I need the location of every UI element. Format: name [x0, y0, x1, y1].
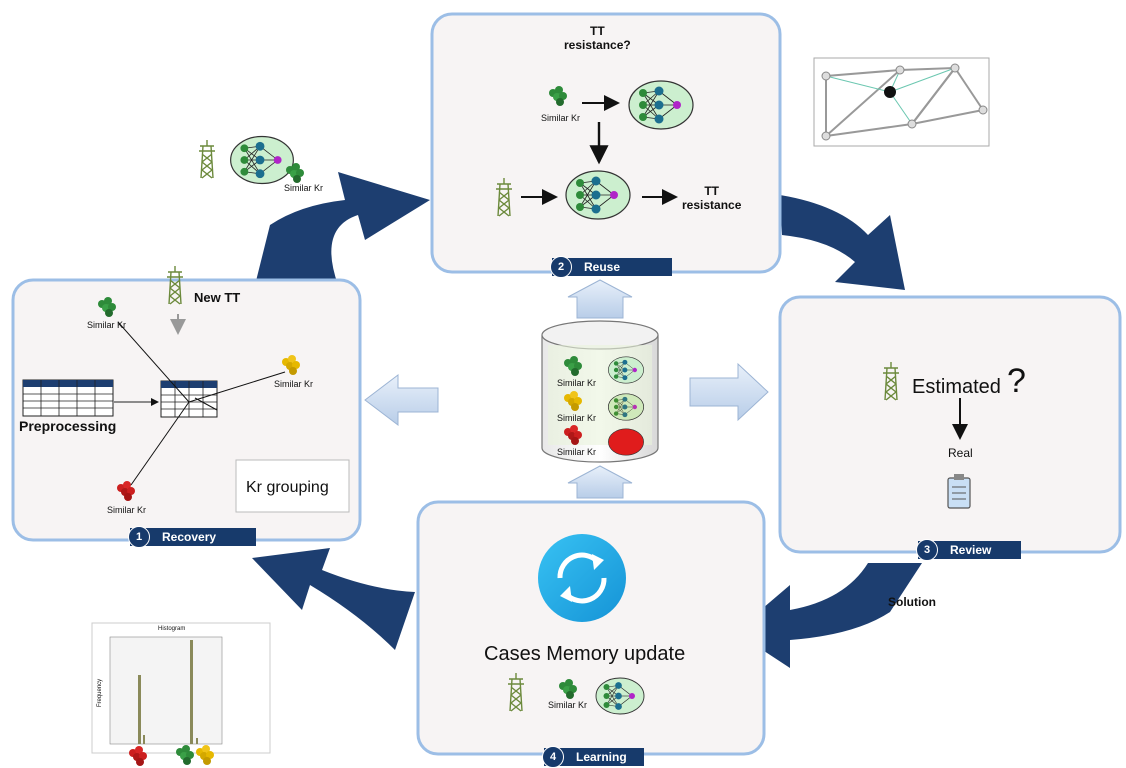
recovery-new-tt-label: New TT [194, 290, 241, 305]
block-arrow-right [689, 362, 769, 422]
preprocessing-label: Preprocessing [19, 418, 117, 434]
db-nn-yellow-icon [608, 393, 644, 421]
db-similar-kr-yellow-label: Similar Kr [557, 413, 597, 423]
refresh-icon [538, 534, 626, 622]
tab-learning: 4 Learning [542, 746, 644, 768]
tab-learning-number: 4 [542, 746, 564, 768]
histogram-title: Histogram [158, 626, 186, 632]
network-graph-image [813, 57, 990, 147]
reuse-answer-label: TT resistance [682, 184, 742, 212]
tab-reuse-number: 2 [550, 256, 572, 278]
estimated-label: Estimated [912, 376, 1001, 398]
db-similar-kr-red-label: Similar Kr [557, 447, 597, 457]
topleft-similar-kr-label: Similar Kr [284, 183, 324, 193]
tab-review-number: 3 [916, 539, 938, 561]
tab-recovery: 1 Recovery [128, 526, 256, 548]
reuse-nn-top-icon [628, 80, 694, 130]
clipboard-icon [947, 474, 971, 509]
cycle-arrow-review-to-learning [735, 563, 922, 668]
cycle-arrow-learning-to-recovery [252, 548, 415, 650]
estimated-question-mark: ? [1007, 362, 1026, 400]
tab-recovery-label: Recovery [162, 530, 217, 544]
db-nn-red-icon [608, 428, 644, 456]
grouped-table-icon [160, 380, 218, 418]
recovery-similar-kr-red-label: Similar Kr [107, 505, 147, 515]
reuse-question-label: TT resistance? [564, 24, 631, 52]
block-arrow-up-top [567, 279, 633, 319]
db-similar-kr-green-label: Similar Kr [557, 378, 597, 388]
recovery-similar-kr-yellow-label: Similar Kr [274, 379, 314, 389]
panel-review [778, 295, 1122, 554]
preprocessing-table-icon [22, 379, 114, 417]
real-label: Real [948, 446, 973, 460]
recovery-similar-kr-green-label: Similar Kr [87, 320, 127, 330]
db-nn-green-icon [608, 356, 644, 384]
kr-grouping-box [235, 459, 350, 513]
reuse-similar-kr-label: Similar Kr [541, 113, 581, 123]
learning-title: Cases Memory update [484, 643, 686, 665]
tab-recovery-number: 1 [128, 526, 150, 548]
histogram-image [91, 622, 271, 754]
solution-label: Solution [888, 595, 936, 609]
histogram-ylabel: Frequency [97, 678, 104, 708]
tab-review-label: Review [950, 543, 992, 557]
block-arrow-left [364, 373, 439, 427]
panel-reuse [430, 12, 782, 274]
topleft-nn-icon [230, 135, 294, 185]
tab-reuse-label: Reuse [584, 260, 621, 274]
cycle-arrow-reuse-to-review [780, 195, 905, 290]
reuse-nn-main-icon [565, 170, 631, 220]
tab-review: 3 Review [916, 539, 1021, 561]
kr-grouping-label: Kr grouping [246, 479, 329, 496]
learning-similar-kr-label: Similar Kr [548, 700, 588, 710]
tab-reuse: 2 Reuse [550, 256, 672, 278]
block-arrow-up-bottom [567, 465, 633, 499]
learning-nn-icon [595, 677, 645, 715]
tab-learning-label: Learning [576, 750, 627, 764]
cycle-arrow-recovery-to-reuse [255, 172, 430, 285]
topleft-tower-icon [198, 139, 216, 179]
